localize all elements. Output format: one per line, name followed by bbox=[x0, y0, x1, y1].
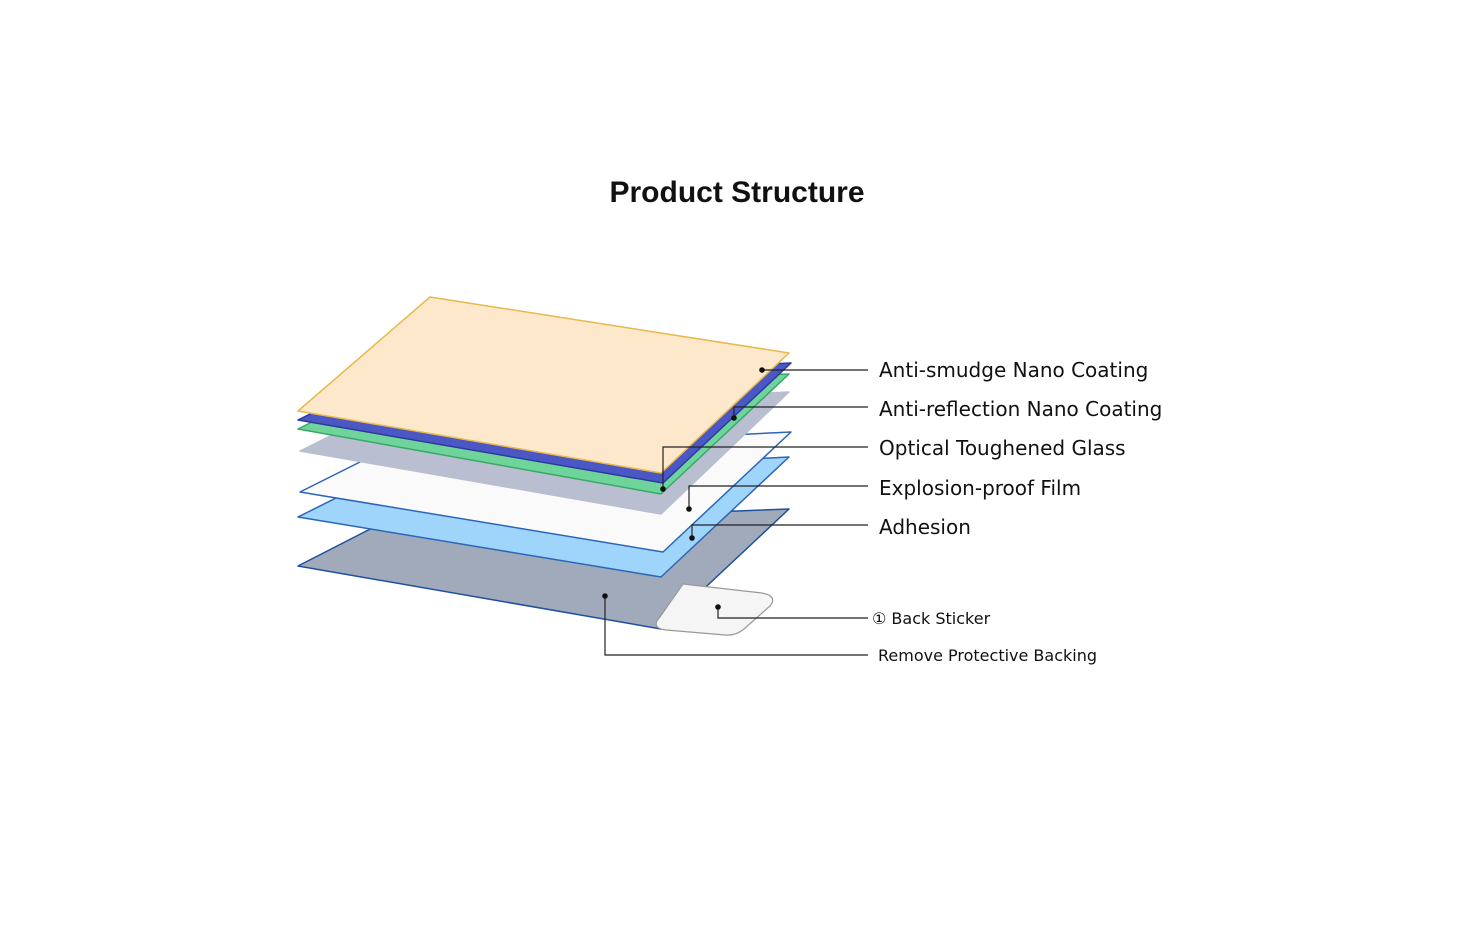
anchor-dot-anti-smudge bbox=[759, 367, 765, 373]
label-explosion-proof: Explosion-proof Film bbox=[879, 476, 1081, 500]
label-adhesion: Adhesion bbox=[879, 515, 971, 539]
anchor-dot-adhesion bbox=[689, 535, 695, 541]
anchor-dot-protective-backing bbox=[602, 593, 608, 599]
anchor-dot-explosion-proof bbox=[686, 506, 692, 512]
leader-line-protective-backing bbox=[604, 596, 868, 656]
back-sticker-tab bbox=[655, 583, 774, 636]
label-optical-glass: Optical Toughened Glass bbox=[879, 436, 1126, 460]
anchor-dot-back-sticker bbox=[715, 604, 721, 610]
page-title: Product Structure bbox=[609, 176, 865, 209]
leader-line-explosion-proof bbox=[688, 485, 868, 509]
label-anti-smudge: Anti-smudge Nano Coating bbox=[879, 358, 1148, 382]
leader-line-optical-glass bbox=[662, 446, 868, 489]
leader-line-anti-reflection bbox=[733, 406, 868, 418]
anchor-dot-optical-glass bbox=[660, 486, 666, 492]
label-back-sticker: ① Back Sticker bbox=[872, 609, 991, 628]
label-anti-reflection: Anti-reflection Nano Coating bbox=[879, 397, 1162, 421]
label-protective-backing: Remove Protective Backing bbox=[878, 646, 1097, 665]
anchor-dot-anti-reflection bbox=[731, 415, 737, 421]
leader-line-adhesion bbox=[691, 524, 868, 538]
anti-smudge-coating-layer bbox=[297, 296, 790, 474]
leader-line-back-sticker bbox=[717, 607, 868, 619]
